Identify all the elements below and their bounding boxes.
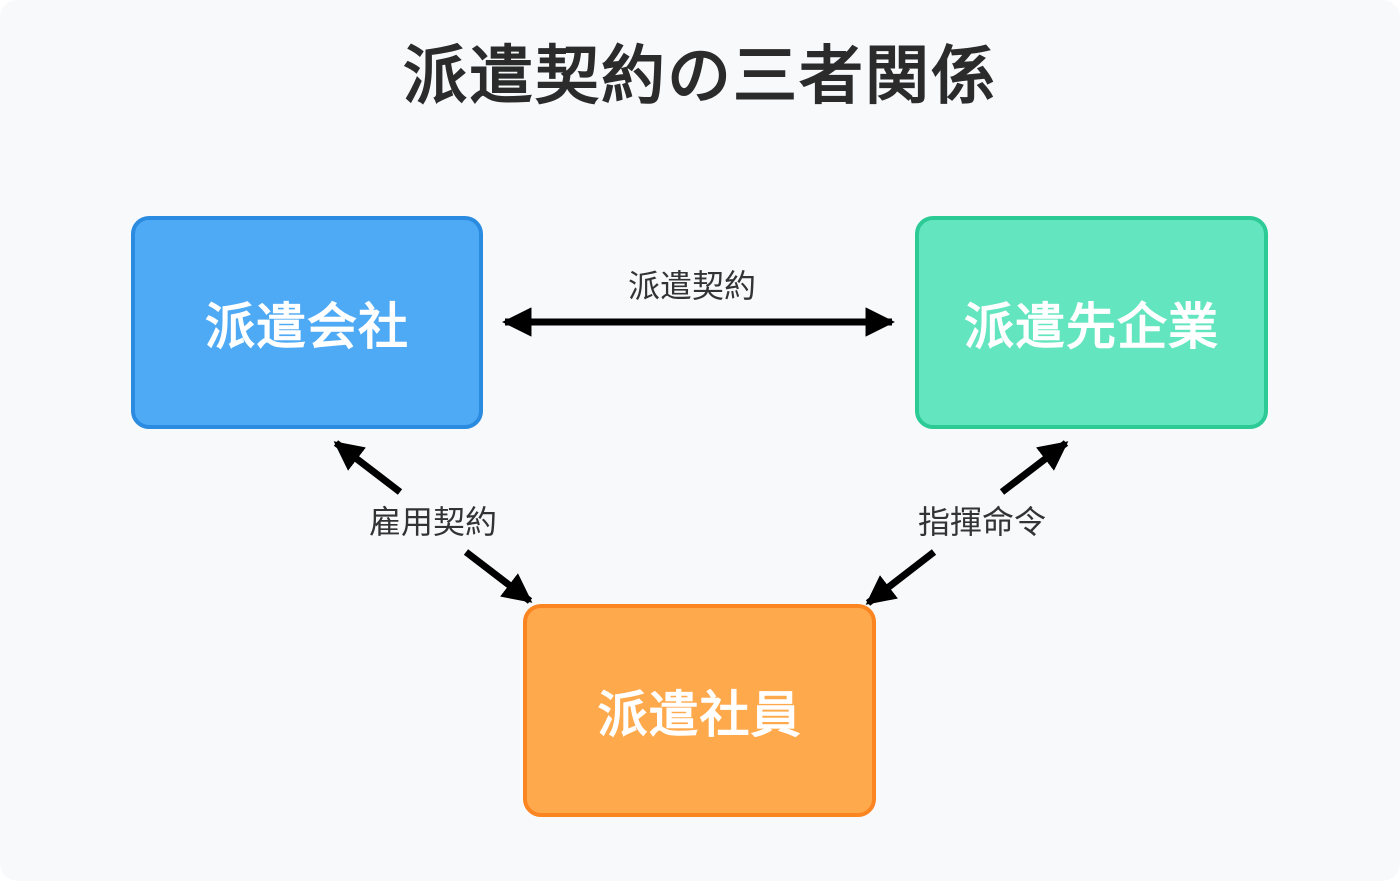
- client-company-label: 派遣先企業: [964, 297, 1219, 356]
- client-company-node: 派遣先企業: [915, 216, 1268, 429]
- command-instruction-arrow-up: [999, 440, 1069, 495]
- employment-contract-arrow-down: [463, 549, 533, 604]
- command-instruction-label: 指揮命令: [912, 500, 1053, 544]
- command-instruction-arrow-down: [865, 549, 937, 606]
- dispatched-worker-label: 派遣社員: [597, 685, 802, 744]
- dispatch-company-label: 派遣会社: [205, 297, 409, 356]
- dispatch-company-node: 派遣会社: [131, 216, 483, 429]
- employment-contract-label: 雇用契約: [363, 500, 504, 544]
- dispatch-contract-label: 派遣契約: [622, 264, 763, 308]
- dispatched-worker-node: 派遣社員: [523, 604, 876, 817]
- diagram-title: 派遣契約の三者関係: [403, 40, 997, 114]
- employment-contract-arrow-up: [333, 440, 403, 495]
